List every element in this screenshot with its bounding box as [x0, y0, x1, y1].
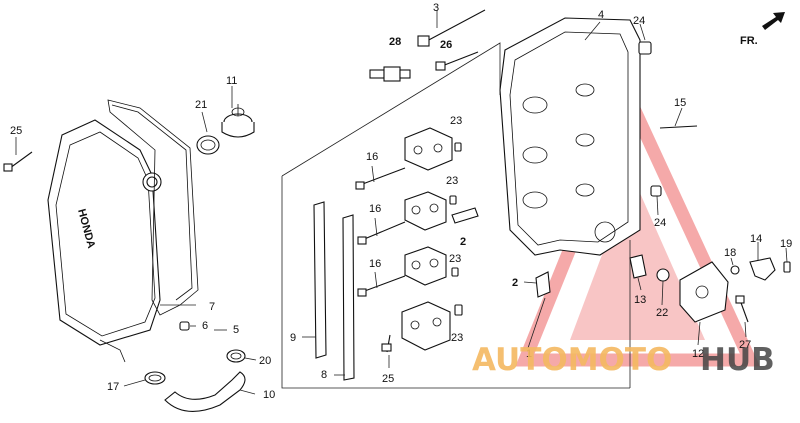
- callout-13: 13: [634, 294, 646, 306]
- callout-16c: 16: [369, 258, 381, 270]
- fr-label: FR.: [740, 35, 758, 47]
- callout-2a: 2: [460, 236, 466, 248]
- callout-24a: 24: [633, 15, 645, 27]
- callout-7: 7: [209, 301, 215, 313]
- watermark-part2: HUB: [700, 342, 775, 378]
- bolt-26: [435, 51, 479, 71]
- callout-5: 5: [233, 324, 239, 336]
- rocker-assembly-3: [404, 246, 447, 286]
- callout-14: 14: [750, 233, 762, 245]
- breather-pipe-8: [342, 214, 355, 381]
- callout-6: 6: [202, 320, 208, 332]
- callout-21: 21: [195, 99, 207, 111]
- callout-25a: 25: [10, 125, 22, 137]
- dowel-pin-2: [451, 207, 551, 298]
- stud-15: [659, 125, 698, 129]
- callout-2b: 2: [512, 277, 518, 289]
- thermostat-cover-12: [679, 261, 729, 323]
- callout-17: 17: [107, 381, 119, 393]
- front-arrow: FR.: [740, 12, 785, 47]
- collar-23: [449, 142, 463, 316]
- callout-19: 19: [780, 238, 792, 250]
- oil-filler-cap: [221, 104, 255, 138]
- callout-23c: 23: [449, 253, 461, 265]
- thermostat-13: [629, 254, 647, 279]
- callout-10: 10: [263, 389, 275, 401]
- spark-plug: [369, 66, 411, 82]
- cylinder-head: [499, 17, 641, 256]
- breather-pipe-9: [313, 201, 327, 359]
- callout-15: 15: [674, 97, 686, 109]
- bolt-25-bottom: [381, 334, 392, 353]
- collar-24-right: [650, 185, 662, 197]
- callout-9: 9: [290, 332, 296, 344]
- callout-20: 20: [259, 355, 271, 367]
- collar-24-top: [638, 41, 652, 55]
- gasket-22: [656, 268, 670, 282]
- callout-23d: 23: [451, 332, 463, 344]
- callout-16a: 16: [366, 151, 378, 163]
- rocker-assembly-top: [404, 127, 453, 171]
- head-cover: HONDA: [47, 119, 162, 363]
- rocker-assembly-bottom: [401, 301, 451, 351]
- callout-27: 27: [739, 339, 751, 351]
- callout-24b: 24: [654, 217, 666, 229]
- callouts: 3 4 24 28 26 11 21 15 25 23 16 23 16 24 …: [10, 2, 792, 401]
- callout-8: 8: [321, 369, 327, 381]
- hose-clamp-20: [226, 349, 246, 363]
- rocker-assembly-2: [404, 191, 447, 231]
- callout-3: 3: [433, 2, 439, 14]
- hose-clamp-17: [144, 371, 166, 385]
- bolt-25-left: [3, 151, 33, 172]
- callout-22: 22: [656, 307, 668, 319]
- hose: [164, 371, 246, 412]
- callout-16b: 16: [369, 203, 381, 215]
- bolt-3: [417, 9, 486, 47]
- callout-11: 11: [226, 75, 237, 87]
- callout-23a: 23: [450, 115, 462, 127]
- hose-14: [749, 257, 776, 281]
- callout-23b: 23: [446, 175, 458, 187]
- bolt-16-low: [357, 275, 406, 297]
- o-ring: [196, 135, 220, 155]
- bolt-16-top: [355, 167, 406, 190]
- leader-lines: [15, 10, 788, 395]
- watermark-part1: AUTOMOTO: [472, 342, 672, 378]
- callout-12: 12: [692, 348, 704, 360]
- bolt-27: [735, 295, 749, 323]
- watermark-text: AUTOMOTO HUB: [472, 342, 775, 378]
- fitting-19: [783, 261, 791, 273]
- callout-4: 4: [598, 9, 604, 21]
- callout-1: 1: [526, 348, 532, 360]
- callout-26: 26: [440, 39, 452, 51]
- bolt-16-mid: [357, 221, 406, 245]
- clip-18: [730, 265, 740, 275]
- cover-gasket: [107, 99, 199, 316]
- grommet: [179, 321, 190, 331]
- callout-18: 18: [724, 247, 736, 259]
- callout-28: 28: [389, 36, 401, 48]
- callout-25b: 25: [382, 373, 394, 385]
